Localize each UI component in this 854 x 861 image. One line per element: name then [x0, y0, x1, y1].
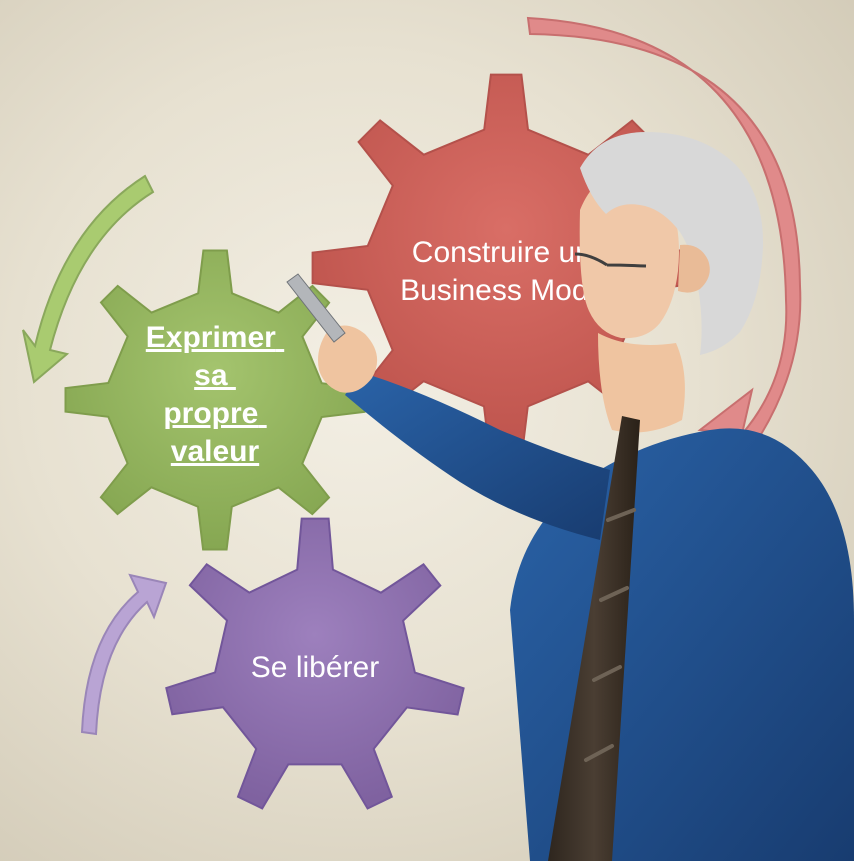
- presenter-ear: [678, 244, 710, 293]
- presenter-neck: [598, 333, 685, 433]
- gear-se-liberer: Se libérer: [165, 517, 465, 810]
- presenter-tie: [548, 416, 640, 861]
- red-curved-arrow: [526, 16, 802, 438]
- presenter-figure: [286, 132, 854, 861]
- gear-propre-valeur-label[interactable]: Exprimer sa propre valeur: [146, 321, 284, 468]
- pointer-tool-icon: [286, 273, 346, 343]
- gear-business-model-label: Construire un Business Model: [400, 236, 612, 307]
- presenter-hand: [318, 325, 378, 393]
- presenter-tie-stripes: [584, 508, 636, 762]
- presenter-glasses: [574, 252, 647, 268]
- purple-gear-shape: [165, 517, 465, 810]
- presenter-arm: [345, 372, 610, 540]
- green-curved-arrow: [22, 174, 155, 384]
- green-gear-shape: [64, 249, 366, 551]
- purple-curved-arrow: [80, 573, 168, 736]
- presenter-hair: [580, 132, 764, 355]
- gear-se-liberer-label: Se libérer: [251, 651, 379, 684]
- gear-propre-valeur: Exprimer sa propre valeur: [64, 249, 366, 551]
